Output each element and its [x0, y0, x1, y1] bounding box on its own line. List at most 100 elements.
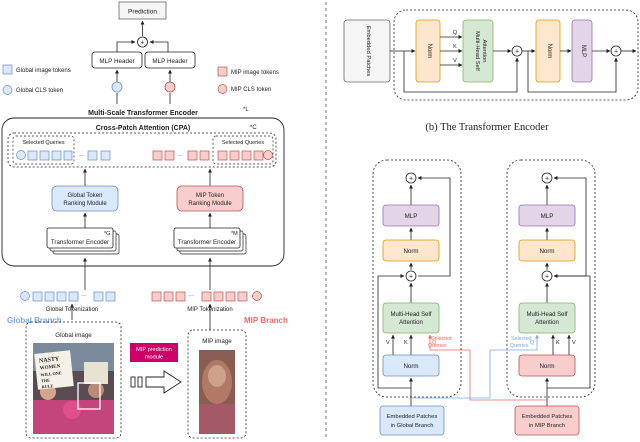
transformer-encoder-box [393, 9, 639, 101]
tr-sum2-label: + [614, 49, 618, 56]
mip-selected-queries-line1: Selected [511, 336, 532, 342]
global-mhsa [382, 302, 440, 334]
tr-q-label: Q [453, 30, 458, 36]
global-image-panel [25, 321, 122, 439]
legend-mip-cls-swatch [217, 84, 228, 94]
mip-norm-mid-label: Norm [539, 248, 554, 255]
mip-selected-queries-label: Selected Queries [222, 140, 264, 146]
mip-transformer-encoder-label: Transformer Encoder [178, 239, 236, 246]
global-image-label: Global image [55, 332, 92, 339]
global-transformer-encoder-label: Transformer Encoder [51, 239, 109, 246]
legend-global-cls: Global CLS token [16, 88, 63, 94]
mip-image-photo [199, 350, 235, 434]
embedded-global-line2: in Global Branch [391, 423, 434, 429]
mip-tokens-dots: ··· [188, 293, 194, 299]
cpa-multiplier: *C [250, 125, 257, 131]
mlp-header-global-label: MLP Header [99, 58, 134, 65]
mip-ranking-line2: Ranking Module [188, 201, 232, 207]
global-tokenization-label: Global Tokenization [46, 307, 98, 313]
global-image-photo: NASTY WOMEN WILL ONE THE RULE [33, 343, 114, 434]
global-sum-top-label: + [409, 176, 413, 183]
mip-image-panel [187, 329, 247, 439]
tr-mlp-label: MLP [580, 45, 586, 57]
mip-mhsa [518, 302, 576, 334]
mlp-header-mip [144, 51, 196, 69]
tr-norm1-label: Norm [426, 44, 432, 59]
global-norm-bottom-label: Norm [403, 363, 418, 370]
embedded-global-line1: Embedded Patches [387, 414, 438, 420]
mlp-header-mip-label: MLP Header [152, 58, 187, 65]
left-panel: Prediction + MLP Header MLP Header Globa… [1, 1, 288, 439]
global-k-label: K [404, 340, 408, 346]
transformer-encoder-caption: (b) The Transformer Encoder [425, 122, 549, 133]
global-sum-mid-label: + [409, 274, 413, 281]
global-mhsa-line2: Attention [399, 320, 423, 326]
mip-sum-top-label: + [545, 176, 549, 183]
mip-tokenization-label: MIP Tokenization [187, 307, 232, 313]
embedded-patches-label: Embedded Patches [365, 26, 371, 77]
global-encoder-multiplier: *G [104, 231, 110, 237]
prediction-label: Prediction [128, 9, 157, 16]
mip-selected-dots: ··· [177, 153, 183, 159]
photo-sign-line4: THE [41, 377, 51, 383]
mip-transformer-encoder [173, 227, 241, 249]
embedded-patches-global [379, 405, 445, 436]
embedded-mip-line2: in MIP Branch [529, 423, 565, 429]
mste-title: Multi-Scale Transformer Encoder [88, 110, 198, 117]
photo-sign-line5: RULE [41, 383, 53, 389]
prediction-box [118, 1, 167, 20]
mip-v-label: V [572, 340, 576, 346]
legend-global-token-swatch [2, 64, 13, 75]
embedded-patches-mip [514, 405, 580, 436]
mip-norm-mid [518, 239, 576, 262]
legend-global-tokens: Global image tokens [16, 68, 71, 74]
mip-norm-bottom [518, 354, 576, 377]
photo-sign-line3: WILL ONE [40, 370, 62, 377]
global-selected-queries-box [12, 135, 75, 165]
global-norm-bottom [382, 354, 440, 377]
tr-k-label: K [453, 44, 457, 50]
mip-mhsa-line1: Multi-Head Self [526, 312, 567, 318]
mip-mhsa-line2: Attention [535, 320, 559, 326]
sum-node-top-left [137, 36, 148, 48]
mlp-header-global [91, 51, 143, 69]
mip-k-label: K [556, 340, 560, 346]
mip-q-label: Q [530, 340, 535, 346]
mip-branch-label: MIP Branch [244, 316, 288, 325]
bottom-right-panel: + MLP Norm + Multi-Head Self Attention V… [372, 159, 596, 436]
legend-global-cls-swatch [2, 85, 13, 95]
mste-multiplier: *L [243, 107, 249, 113]
top-right-panel: Embedded Patches Norm Q K V Multi-Head S… [343, 9, 639, 133]
mip-mlp [518, 204, 576, 227]
global-cpa-block [372, 159, 462, 398]
legend-mip-tokens: MIP image tokens [231, 70, 279, 76]
mip-selected-queries-line2: Queries [510, 343, 529, 349]
tr-sum1-label: + [515, 49, 519, 56]
global-cls-output [111, 81, 123, 93]
global-mlp-label: MLP [405, 213, 418, 220]
global-ranking-line2: Ranking Module [63, 201, 107, 207]
global-q-label: Q [432, 340, 437, 346]
mip-prediction-module [130, 343, 178, 362]
global-mlp [382, 204, 440, 227]
mip-ranking-line1: MIP Token [196, 193, 224, 199]
global-mhsa-line1: Multi-Head Self [390, 312, 431, 318]
mip-cls-output [164, 81, 176, 93]
mip-encoder-multiplier: *M [231, 231, 238, 237]
photo-sign-line1: NASTY [39, 356, 61, 364]
mip-norm-bottom-label: Norm [539, 363, 554, 370]
mip-cpa-block [506, 159, 596, 398]
legend-mip-token-swatch [217, 66, 228, 77]
global-selected-queries-line2: Queries [428, 343, 447, 349]
mip-mlp-label: MLP [541, 213, 554, 220]
global-selected-dots: ··· [79, 153, 85, 159]
mip-prediction-line1: MIP prediction [136, 347, 172, 353]
global-norm-mid-label: Norm [403, 248, 418, 255]
embedded-mip-line1: Embedded Patches [522, 414, 573, 420]
global-transformer-encoder [46, 227, 114, 249]
global-token-ranking-module [51, 185, 119, 212]
mip-image-label: MIP image [202, 338, 232, 345]
tr-mhsa-line2: Attention [481, 40, 487, 63]
mip-prediction-line2: module [145, 355, 163, 361]
